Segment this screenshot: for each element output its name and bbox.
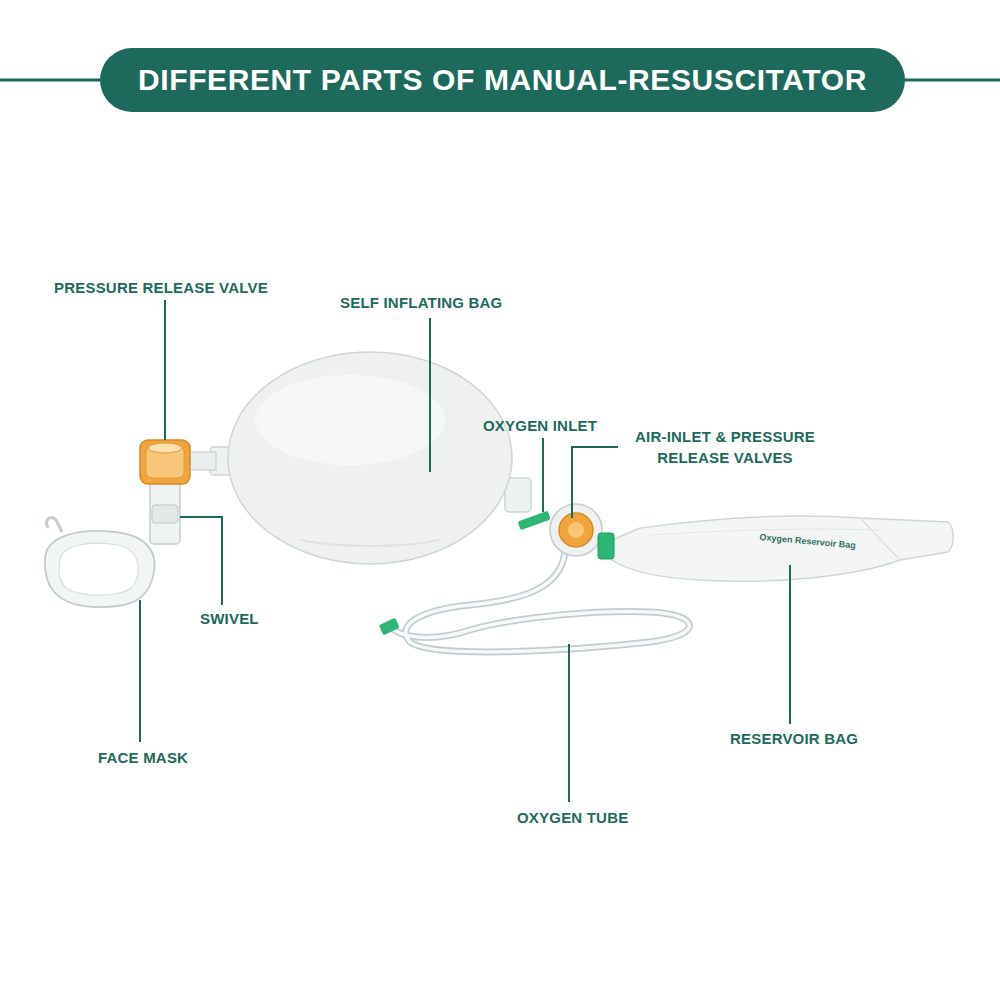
bag-fold (860, 518, 900, 560)
oxygen-inlet-nipple (518, 511, 551, 530)
leader-line (789, 565, 791, 724)
part-label: FACE MASK (98, 747, 188, 768)
valve-disc (568, 522, 584, 538)
tube-connector (379, 618, 400, 636)
diagram-title: DIFFERENT PARTS OF MANUAL-RESUSCITATOR (100, 48, 905, 112)
face-mask (45, 531, 155, 607)
part-label: AIR-INLET & PRESSURE RELEASE VALVES (620, 426, 830, 468)
leader-line (164, 300, 166, 440)
part-label: PRESSURE RELEASE VALVE (54, 277, 268, 298)
part-label: SWIVEL (200, 608, 259, 629)
title-rule (903, 79, 1000, 82)
air-inlet-housing (550, 504, 602, 556)
part-label: SELF INFLATING BAG (340, 292, 502, 313)
leader-line (180, 517, 222, 605)
title-rule (0, 79, 102, 82)
leader-line (568, 644, 570, 802)
bag-neck (505, 478, 531, 512)
leader-line (542, 438, 544, 512)
bag-rib (300, 540, 440, 546)
pressure-release-valve (140, 440, 190, 484)
part-label: RESERVOIR BAG (730, 728, 858, 749)
self-inflating-bag (228, 352, 512, 564)
reservoir-bag (612, 516, 953, 581)
mask-hook (47, 518, 62, 532)
leader-line (572, 447, 618, 518)
mask-cushion (59, 543, 138, 595)
reservoir-connector (598, 533, 614, 559)
bag-highlight (255, 375, 445, 465)
leader-lines (140, 300, 790, 802)
title-band (100, 48, 905, 112)
valve-cap (148, 443, 182, 453)
air-inlet-valve (559, 513, 593, 547)
leader-line (429, 318, 431, 472)
leader-line (139, 600, 141, 742)
swivel-ring (152, 505, 178, 523)
part-label: OXYGEN TUBE (517, 807, 628, 828)
swivel-body (150, 478, 180, 544)
part-label: OXYGEN INLET (483, 415, 597, 436)
